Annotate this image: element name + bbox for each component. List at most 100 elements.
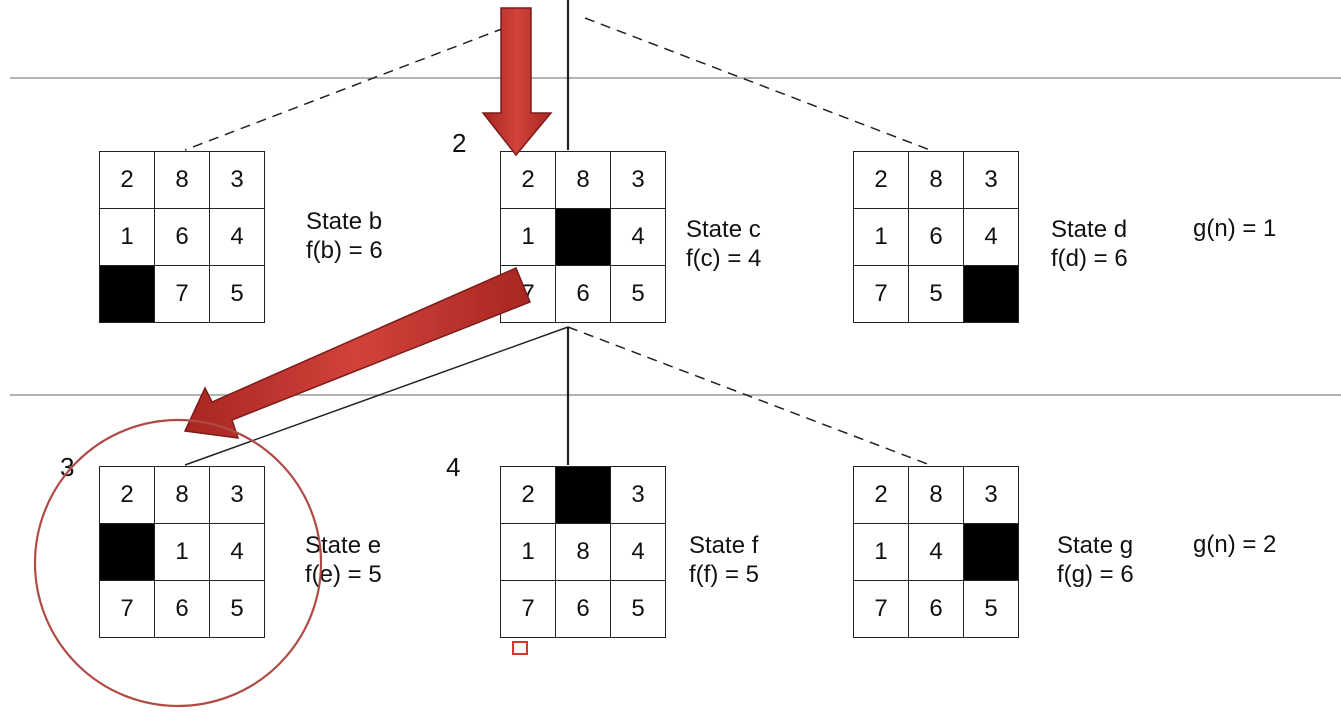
puzzle-tile: 1 bbox=[99, 208, 155, 266]
puzzle-tile: 3 bbox=[610, 151, 666, 209]
puzzle-tile: 6 bbox=[908, 208, 964, 266]
puzzle-tile: 5 bbox=[610, 580, 666, 638]
puzzle-tile: 6 bbox=[908, 580, 964, 638]
puzzle-tile: 2 bbox=[500, 151, 556, 209]
order-number-f: 4 bbox=[446, 452, 461, 482]
state-c-f: f(c) = 4 bbox=[686, 245, 762, 272]
state-d-f: f(d) = 6 bbox=[1051, 245, 1128, 272]
puzzle-tile: 7 bbox=[853, 265, 909, 323]
puzzle-tile: 6 bbox=[154, 580, 210, 638]
puzzle-tile: 7 bbox=[500, 265, 556, 323]
puzzle-tile: 3 bbox=[209, 151, 265, 209]
state-e-f: f(e) = 5 bbox=[305, 561, 382, 588]
blank-tile bbox=[99, 523, 155, 581]
blank-tile bbox=[963, 523, 1019, 581]
puzzle-tile: 6 bbox=[555, 265, 611, 323]
puzzle-tile: 7 bbox=[500, 580, 556, 638]
state-f-f: f(f) = 5 bbox=[689, 561, 760, 588]
puzzle-tile: 8 bbox=[908, 151, 964, 209]
order-number-e: 3 bbox=[60, 452, 75, 482]
state-e-name: State e bbox=[305, 532, 382, 559]
puzzle-tile: 1 bbox=[500, 208, 556, 266]
state-f-name: State f bbox=[689, 532, 759, 559]
puzzle-tile: 1 bbox=[154, 523, 210, 581]
puzzle-tile: 4 bbox=[610, 208, 666, 266]
puzzle-tile: 3 bbox=[610, 466, 666, 524]
puzzle-tile: 1 bbox=[853, 208, 909, 266]
state-b-name: State b bbox=[306, 208, 383, 235]
puzzle-tile: 5 bbox=[963, 580, 1019, 638]
puzzle-tile: 4 bbox=[963, 208, 1019, 266]
label-state-d: State d f(d) = 6 bbox=[1051, 215, 1128, 273]
blank-tile bbox=[555, 466, 611, 524]
puzzle-tile: 3 bbox=[963, 466, 1019, 524]
puzzle-tile: 6 bbox=[555, 580, 611, 638]
puzzle-tile: 8 bbox=[154, 466, 210, 524]
g-level-1: g(n) = 1 bbox=[1193, 215, 1277, 242]
puzzle-tile: 8 bbox=[908, 466, 964, 524]
label-state-c: State c f(c) = 4 bbox=[686, 215, 761, 273]
puzzle-tile: 7 bbox=[154, 265, 210, 323]
label-state-b: State b f(b) = 6 bbox=[306, 207, 383, 265]
puzzle-tile: 8 bbox=[555, 151, 611, 209]
edge-c-g bbox=[567, 326, 931, 466]
puzzle-tile: 2 bbox=[500, 466, 556, 524]
puzzle-tile: 8 bbox=[555, 523, 611, 581]
puzzle-tile: 3 bbox=[209, 466, 265, 524]
blank-tile bbox=[99, 265, 155, 323]
label-state-e: State e f(e) = 5 bbox=[305, 531, 382, 589]
puzzle-tile: 8 bbox=[154, 151, 210, 209]
puzzle-tile: 2 bbox=[99, 466, 155, 524]
puzzle-tile: 2 bbox=[853, 151, 909, 209]
puzzle-tile: 5 bbox=[908, 265, 964, 323]
label-state-g: State g f(g) = 6 bbox=[1057, 531, 1134, 589]
puzzle-tile: 2 bbox=[99, 151, 155, 209]
puzzle-tile: 5 bbox=[209, 265, 265, 323]
edge-root-d bbox=[584, 17, 931, 151]
puzzle-tile: 6 bbox=[154, 208, 210, 266]
state-g-name: State g bbox=[1057, 532, 1134, 559]
state-d-name: State d bbox=[1051, 216, 1128, 243]
puzzle-tile: 1 bbox=[853, 523, 909, 581]
puzzle-tile: 4 bbox=[610, 523, 666, 581]
edge-root-b bbox=[184, 21, 521, 151]
state-b-f: f(b) = 6 bbox=[306, 237, 383, 264]
puzzle-tile: 1 bbox=[500, 523, 556, 581]
blank-tile bbox=[963, 265, 1019, 323]
puzzle-tile: 4 bbox=[209, 523, 265, 581]
puzzle-tile: 2 bbox=[853, 466, 909, 524]
small-marker bbox=[512, 641, 528, 655]
puzzle-tile: 5 bbox=[610, 265, 666, 323]
puzzle-tile: 5 bbox=[209, 580, 265, 638]
label-state-f: State f f(f) = 5 bbox=[689, 531, 759, 589]
state-g-f: f(g) = 6 bbox=[1057, 561, 1134, 588]
puzzle-tile: 4 bbox=[908, 523, 964, 581]
order-number-c: 2 bbox=[452, 128, 467, 158]
g-level-2: g(n) = 2 bbox=[1193, 531, 1277, 558]
edge-c-e bbox=[184, 326, 569, 466]
puzzle-tile: 3 bbox=[963, 151, 1019, 209]
